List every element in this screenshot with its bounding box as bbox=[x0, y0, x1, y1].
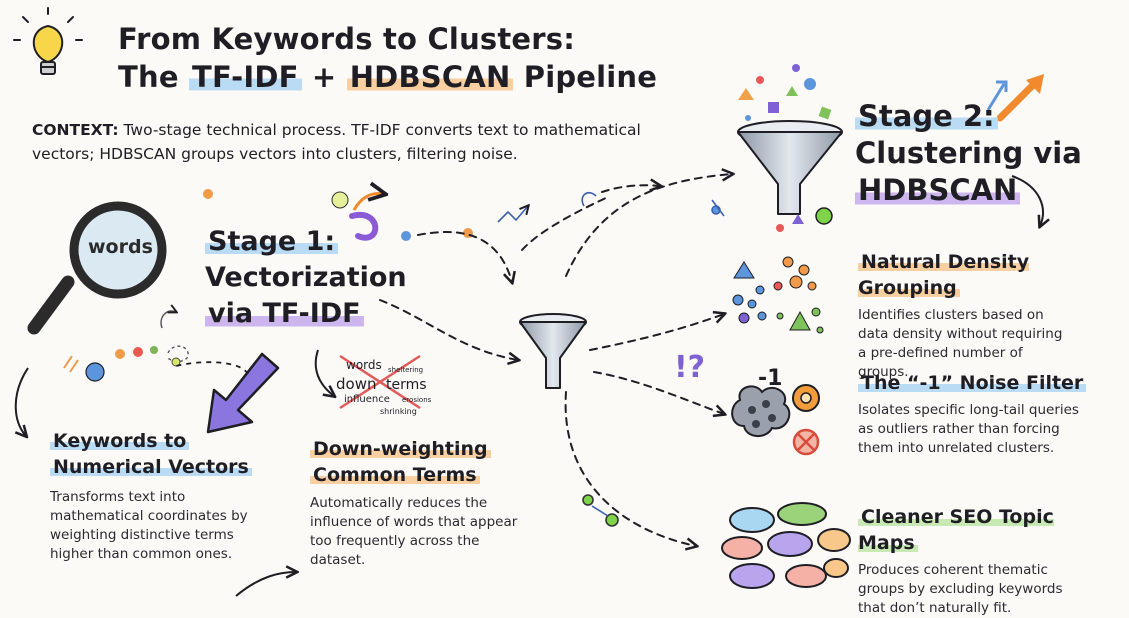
section-noise-title-text: The “-1” Noise Filter bbox=[858, 372, 1087, 394]
noise-cloud-icon bbox=[731, 385, 791, 437]
minus-one-label: -1 bbox=[758, 366, 783, 391]
section-density-title-text: Natural Density Grouping bbox=[858, 251, 1030, 299]
illustration-layer bbox=[13, 7, 1129, 597]
word-cloud-shrinking: shrinking bbox=[380, 407, 417, 416]
word-cloud-terms: terms bbox=[386, 377, 427, 393]
small-arrow-icon bbox=[352, 194, 384, 211]
title-post: Pipeline bbox=[513, 60, 658, 94]
section-keywords-title2-text: Numerical Vectors bbox=[50, 456, 252, 478]
magnifier-label: words bbox=[88, 236, 153, 258]
section-density-title: Natural Density Grouping bbox=[858, 249, 1118, 301]
sparkles bbox=[497, 191, 725, 527]
stage2-heading: Stage 2: Clustering via HDBSCAN bbox=[855, 98, 1082, 209]
word-cloud-erosions: erosions bbox=[402, 396, 432, 404]
funnel-icon bbox=[519, 313, 587, 389]
cluster-shapes bbox=[732, 256, 824, 334]
title-hdbscan: HDBSCAN bbox=[346, 60, 514, 94]
stage2-line2: Clustering via bbox=[855, 136, 1082, 170]
context-paragraph: CONTEXT: Two-stage technical process. TF… bbox=[32, 118, 672, 166]
stage1-line2: Vectorization bbox=[205, 262, 407, 293]
question-marks: !? bbox=[674, 350, 706, 385]
section-downweight-title1: Down-weighting bbox=[310, 436, 540, 462]
crossed-circle-icon bbox=[792, 428, 820, 456]
word-cloud-down: down bbox=[336, 375, 377, 393]
context-text: Two-stage technical process. TF-IDF conv… bbox=[32, 121, 641, 163]
section-keywords-title2: Numerical Vectors bbox=[50, 454, 290, 480]
section-density: Natural Density Grouping Identifies clus… bbox=[858, 249, 1118, 382]
section-downweight-desc: Automatically reduces the influence of w… bbox=[310, 495, 518, 568]
section-noise-title: The “-1” Noise Filter bbox=[858, 370, 1118, 396]
page-title: From Keywords to Clusters: The TF-IDF + … bbox=[118, 20, 657, 96]
stage1-line3: via TF-IDF bbox=[205, 298, 364, 329]
word-cloud-sheltering: sheltering bbox=[388, 366, 424, 374]
lightbulb-icon bbox=[13, 7, 83, 75]
section-keywords-title1-text: Keywords to bbox=[50, 430, 190, 452]
section-noise-desc: Isolates specific long-tail queries as o… bbox=[858, 402, 1079, 456]
section-keywords-title1: Keywords to bbox=[50, 428, 290, 454]
purple-arrow-icon bbox=[206, 352, 280, 434]
speech-bubble-icon bbox=[721, 502, 851, 589]
crossed-words-icon bbox=[339, 354, 421, 410]
section-keywords-desc: Transforms text into mathematical coordi… bbox=[50, 489, 248, 562]
section-seo: Cleaner SEO Topic Maps Produces coherent… bbox=[858, 504, 1118, 618]
title-plus: + bbox=[301, 60, 347, 94]
section-density-desc: Identifies clusters based on data densit… bbox=[858, 307, 1063, 380]
section-downweight: Down-weighting Common Terms Automaticall… bbox=[310, 436, 540, 570]
data-dots bbox=[63, 189, 473, 382]
stage1-line1: Stage 1: bbox=[205, 226, 339, 257]
word-cloud-words: words bbox=[346, 358, 382, 372]
flower-icon bbox=[792, 384, 820, 412]
title-line1: From Keywords to Clusters: bbox=[118, 22, 576, 56]
section-downweight-title2: Common Terms bbox=[310, 462, 540, 488]
section-downweight-title2-text: Common Terms bbox=[310, 464, 480, 486]
funnel-icon-stage2 bbox=[737, 64, 843, 232]
section-seo-title-text: Cleaner SEO Topic Maps bbox=[858, 506, 1054, 554]
stage1-heading: Stage 1: Vectorization via TF-IDF bbox=[205, 224, 407, 332]
dashed-loop bbox=[175, 361, 249, 375]
flow-arrows bbox=[379, 174, 732, 546]
section-seo-title: Cleaner SEO Topic Maps bbox=[858, 504, 1118, 556]
section-seo-desc: Produces coherent thematic groups by exc… bbox=[858, 562, 1063, 616]
section-downweight-title1-text: Down-weighting bbox=[310, 438, 491, 460]
swirl-icon bbox=[349, 211, 379, 241]
section-noise: The “-1” Noise Filter Isolates specific … bbox=[858, 370, 1118, 458]
section-keywords: Keywords to Numerical Vectors Transforms… bbox=[50, 428, 290, 564]
stage2-line1: Stage 2: bbox=[855, 99, 998, 133]
stage2-line3: HDBSCAN bbox=[855, 173, 1021, 207]
context-label: CONTEXT: bbox=[32, 121, 119, 139]
title-pre: The bbox=[118, 60, 189, 94]
magnifier-icon bbox=[27, 201, 167, 335]
word-cloud-influence: influence bbox=[344, 394, 390, 405]
title-line2: The TF-IDF + HDBSCAN Pipeline bbox=[118, 58, 657, 96]
title-tfidf: TF-IDF bbox=[189, 60, 302, 94]
